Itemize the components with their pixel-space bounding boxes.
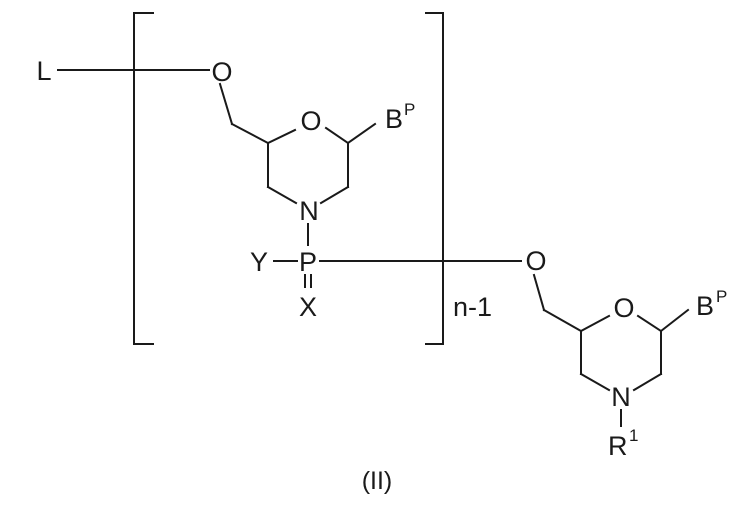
bond-c2-base xyxy=(348,124,375,143)
nitrogen-substituent-superscript: 1 xyxy=(629,426,638,445)
phosphorus-label: P xyxy=(299,247,317,277)
bond-c3-n-terminal xyxy=(634,374,661,390)
bond-c5-ring-o xyxy=(268,130,295,143)
bond-ring-o-c2-terminal xyxy=(638,316,661,331)
bond-c3-n xyxy=(321,187,348,203)
linker-oxygen-label: O xyxy=(211,57,232,87)
repeat-unit-bonds xyxy=(58,70,521,287)
bond-c6-n-terminal xyxy=(581,374,609,390)
base-label: B xyxy=(385,104,403,134)
phosphorus-double-bond-atom-label: X xyxy=(299,292,317,322)
terminal-linker-oxygen-label: O xyxy=(525,246,546,276)
bond-ring-o-c2 xyxy=(326,128,348,143)
terminal-ring-oxygen-label: O xyxy=(613,293,634,323)
linker-label: L xyxy=(36,56,51,86)
terminal-ring-nitrogen-label: N xyxy=(611,382,631,412)
ring-oxygen-label: O xyxy=(300,106,321,136)
nitrogen-substituent-label: R xyxy=(608,431,628,461)
bond-ch2-c5 xyxy=(232,124,268,143)
terminal-base-superscript: P xyxy=(716,287,727,306)
formula-number-label: (II) xyxy=(362,467,393,495)
phosphorus-substituent-label: Y xyxy=(250,247,268,277)
bond-c5-ring-o-terminal xyxy=(581,316,609,331)
bond-c2-base-terminal xyxy=(661,310,688,331)
bond-c6-n xyxy=(268,187,296,203)
repeat-count-label: n-1 xyxy=(453,292,492,322)
left-bracket xyxy=(134,13,154,344)
bond-ch2-c5-terminal xyxy=(544,310,581,331)
terminal-base-label: B xyxy=(696,291,714,321)
base-superscript: P xyxy=(404,100,415,119)
bond-o-ch2-terminal xyxy=(534,275,544,310)
right-bracket xyxy=(425,13,443,344)
bond-o-ch2 xyxy=(220,84,232,124)
ring-nitrogen-label: N xyxy=(299,196,319,226)
